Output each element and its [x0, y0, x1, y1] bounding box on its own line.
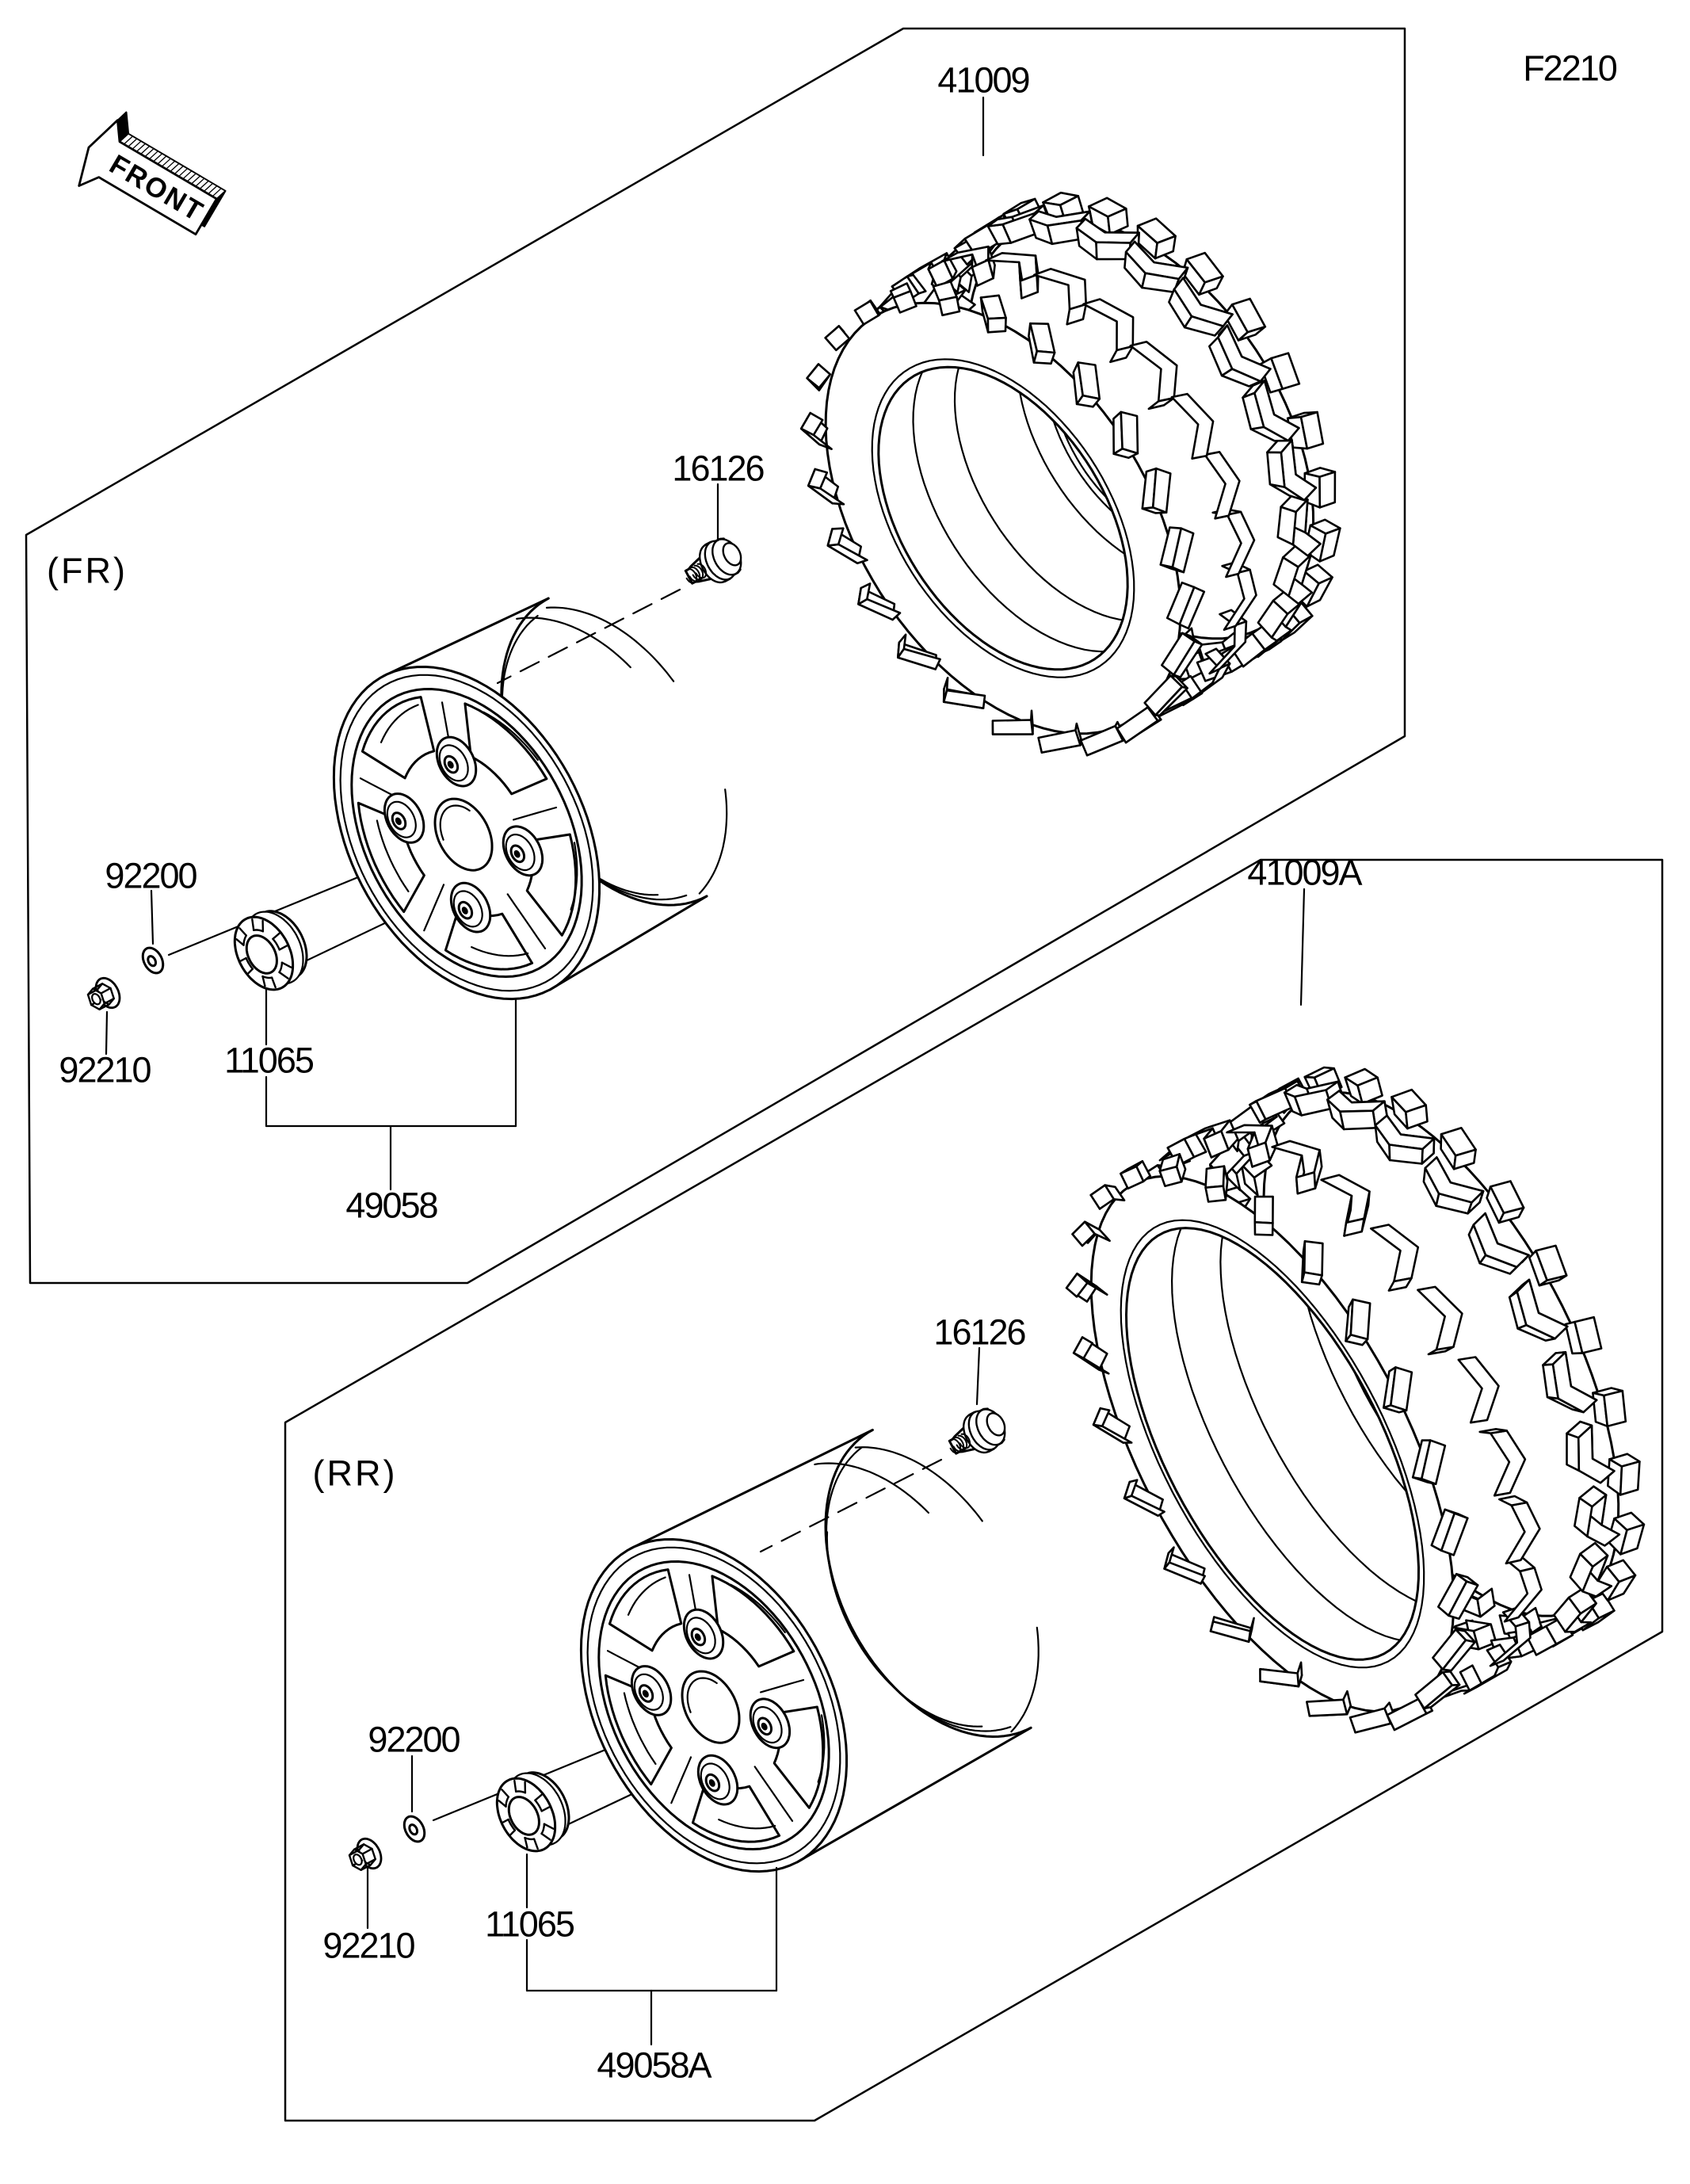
rr-label-washer: 92200 — [368, 1720, 460, 1760]
rr-section: (RR) — [313, 853, 1646, 2086]
fr-label-tire: 41009 — [937, 60, 1028, 101]
figure-code: F2210 — [1523, 48, 1617, 89]
rr-tire — [1065, 1066, 1646, 1734]
leader-line — [1299, 888, 1306, 1006]
rr-label-cap: 11065 — [485, 1904, 574, 1945]
rr-valve — [948, 1407, 1006, 1455]
rr-section-label: (RR) — [313, 1453, 398, 1494]
rr-rim — [579, 1429, 1040, 1873]
rr-label-valve: 16126 — [933, 1312, 1025, 1353]
fr-hubcap — [233, 910, 308, 991]
rr-washer — [402, 1815, 426, 1843]
leader-line — [150, 889, 155, 945]
rr-label-wheel: 49058A — [597, 2045, 711, 2086]
fr-rim — [332, 597, 728, 1001]
fr-label-cap: 11065 — [224, 1040, 314, 1081]
rr-leaders — [366, 888, 1306, 2046]
front-arrow: FRONT — [78, 111, 227, 236]
fr-label-wheel: 49058 — [345, 1186, 437, 1226]
rr-label-tire: 41009A — [1247, 853, 1362, 893]
fr-label-nut: 92210 — [59, 1050, 151, 1090]
fr-label-washer: 92200 — [105, 856, 196, 896]
fr-box — [25, 27, 1406, 1285]
fr-valve — [684, 537, 742, 585]
valve-axis-dashed-line — [496, 588, 681, 685]
fr-valve-axis — [496, 588, 681, 685]
rr-label-nut: 92210 — [322, 1926, 414, 1966]
fr-leaders — [105, 96, 985, 1191]
leader-line — [975, 1346, 981, 1406]
fr-label-valve: 16126 — [672, 449, 764, 489]
fr-washer — [141, 946, 165, 975]
fr-nut — [86, 976, 121, 1010]
diagram: FRONT F2210 (FR) — [25, 27, 1664, 2122]
fr-tire — [799, 191, 1341, 757]
leader-line — [105, 1010, 109, 1056]
rr-valve-axis — [759, 1458, 943, 1553]
fr-section: (FR) — [47, 60, 1341, 1226]
valve-axis-dashed-line — [759, 1458, 943, 1553]
rr-box — [284, 858, 1664, 2122]
rr-hubcap — [495, 1771, 570, 1853]
fr-section-label: (FR) — [47, 551, 128, 591]
rr-nut — [348, 1837, 383, 1871]
